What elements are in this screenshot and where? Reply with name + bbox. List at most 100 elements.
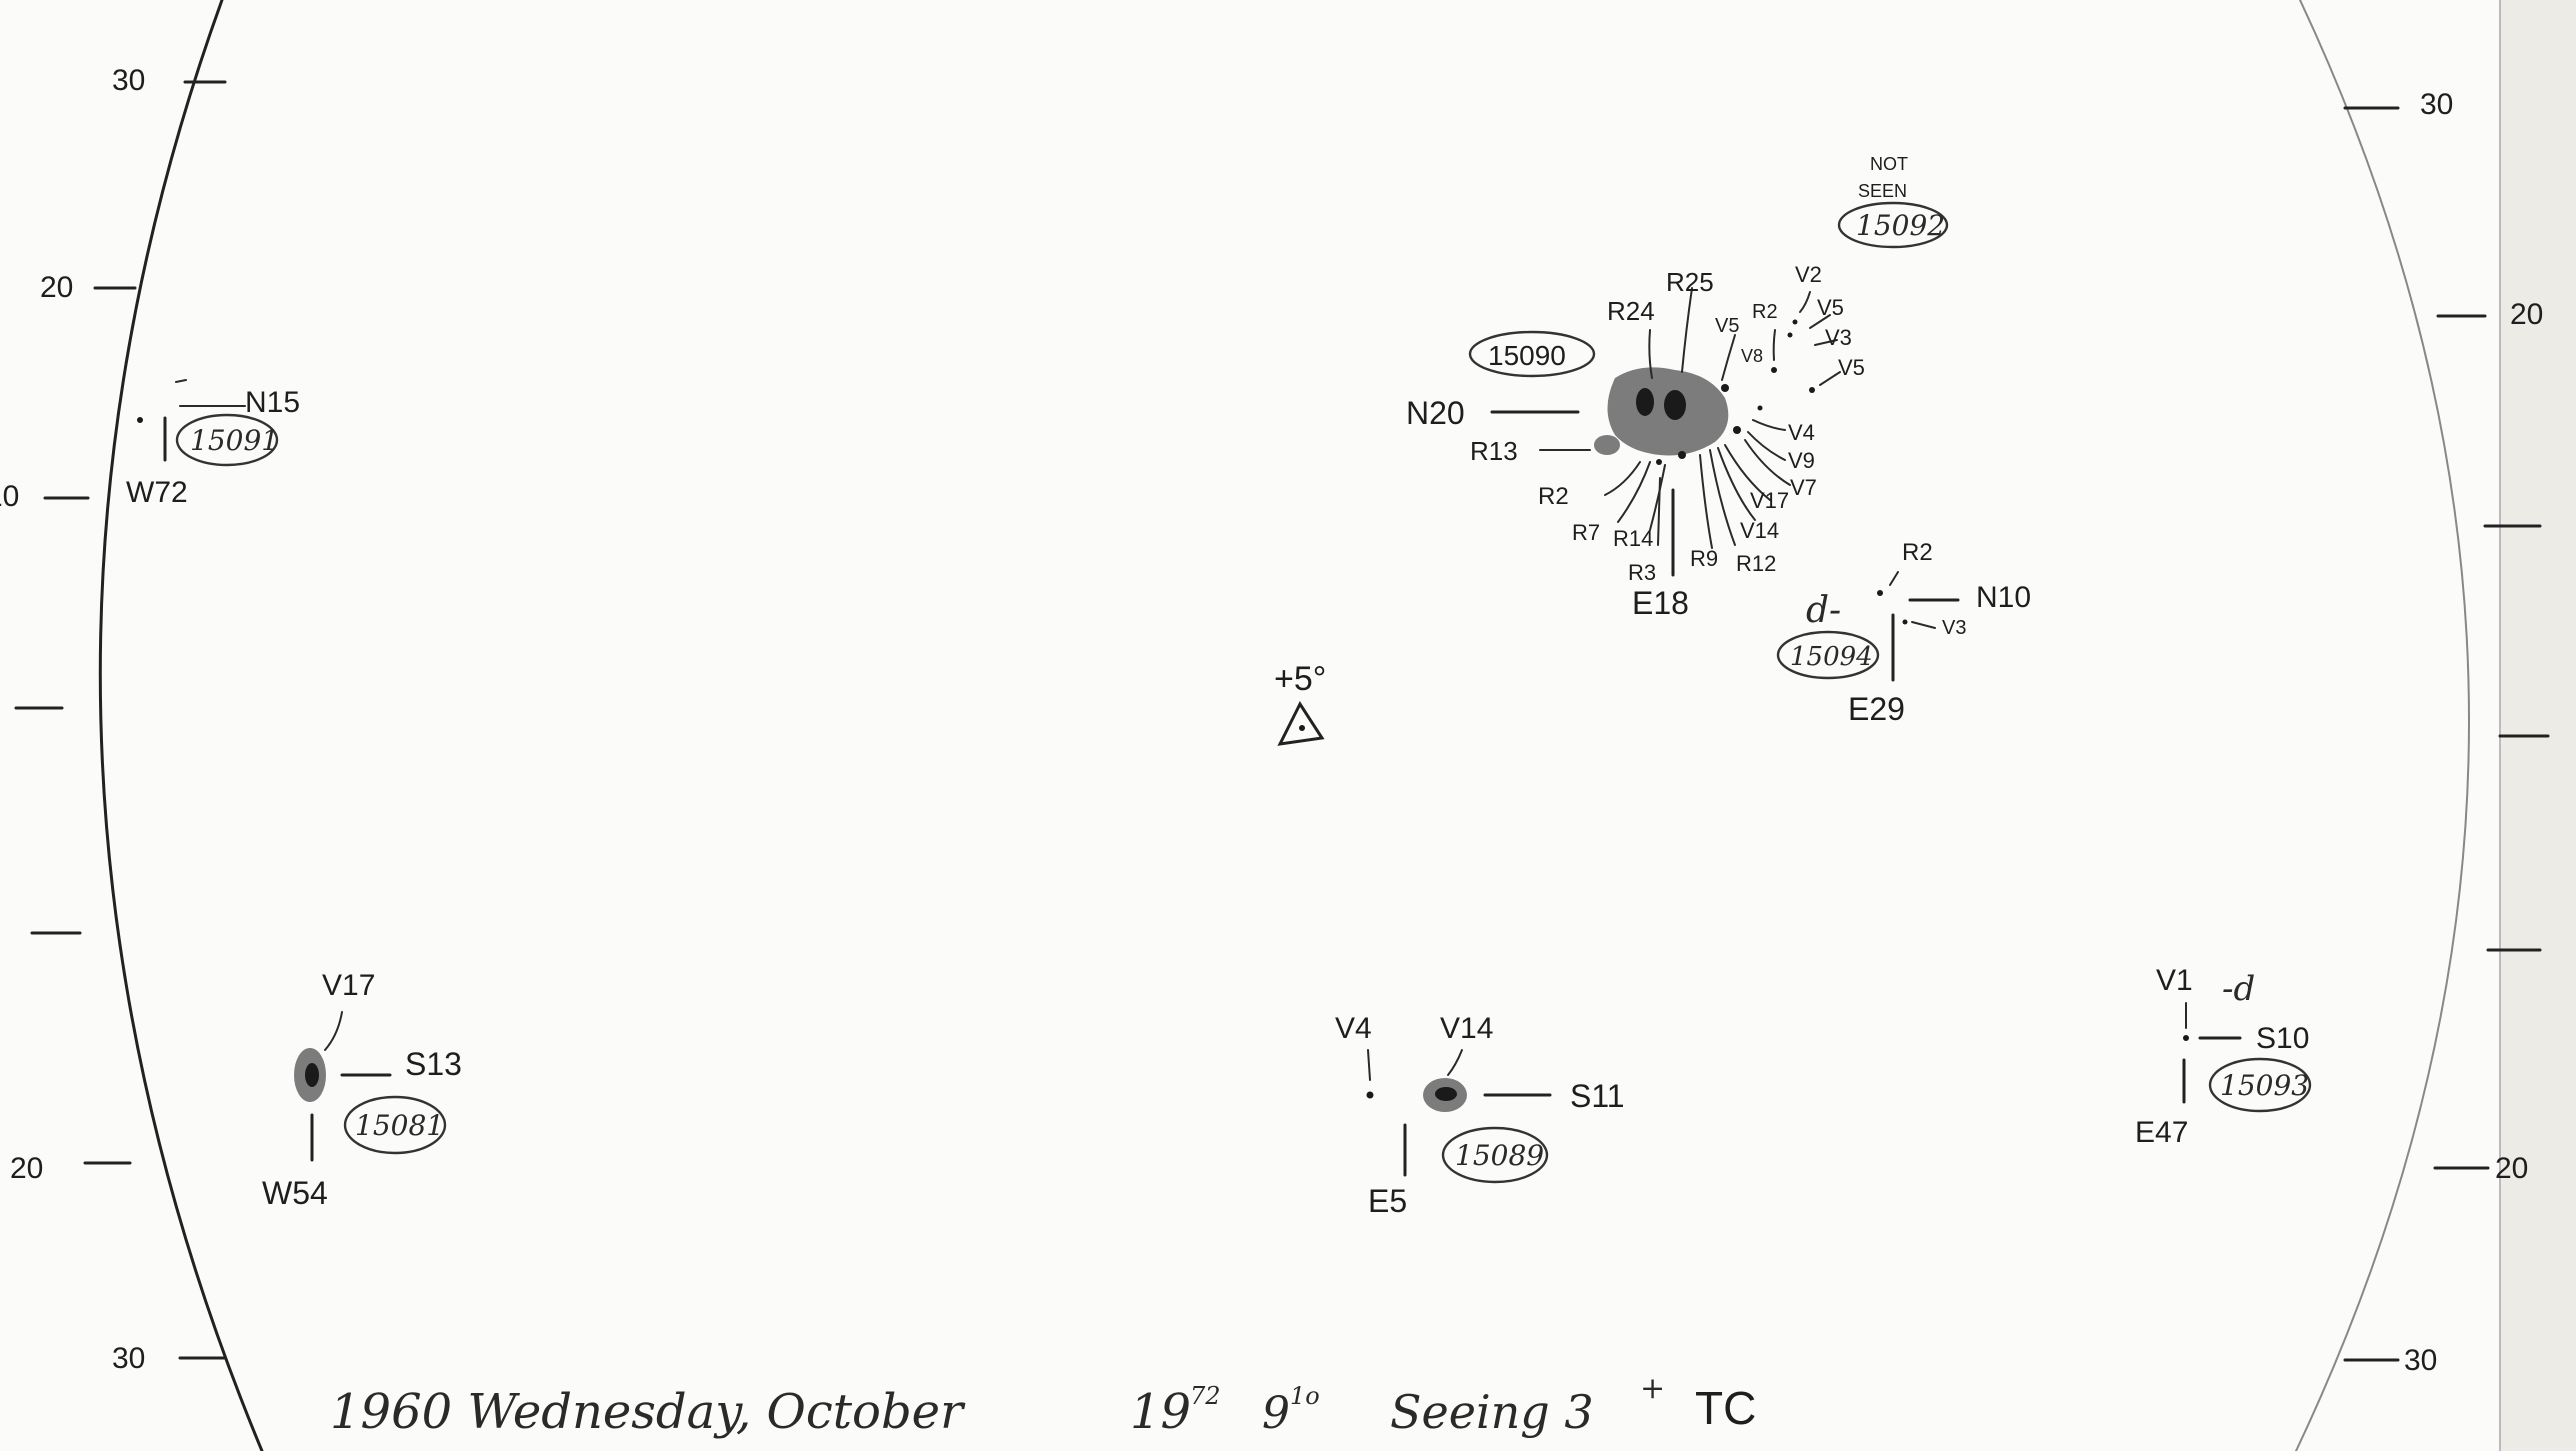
spot-label: R25 — [1666, 267, 1714, 297]
observation-footer: 1960 Wednesday, October 19 72 9 1o Seein… — [330, 1371, 1756, 1440]
sunspot-umbra — [1435, 1087, 1457, 1101]
spot-label: R12 — [1736, 551, 1776, 576]
spot-label: R7 — [1572, 520, 1600, 545]
scale-right-30-top: 30 — [2420, 88, 2453, 121]
sunspot-pore — [1877, 590, 1883, 596]
region-number-oval — [1776, 630, 1880, 680]
sunspot-pore — [1809, 387, 1815, 393]
spot-label: V5 — [1715, 315, 1739, 337]
sunspot-umbra — [305, 1063, 319, 1087]
region-number-oval — [2208, 1057, 2312, 1113]
observation-time-suffix: 1o — [1290, 1382, 1320, 1410]
spot-label: R2 — [1538, 483, 1569, 510]
observer-initials: TC — [1695, 1382, 1756, 1434]
scale-right-20-bottom: 20 — [2495, 1152, 2528, 1185]
scale-left-30-bottom: 30 — [112, 1342, 145, 1375]
page-edge-shadow — [2500, 0, 2576, 1451]
spot-label: V3 — [1942, 617, 1966, 639]
observation-day-suffix: 72 — [1190, 1382, 1221, 1410]
sunspot-pore — [137, 417, 143, 423]
region-15094: d- R2 N10 V3 15094 E29 — [1776, 539, 2031, 727]
spot-label: V4 — [1788, 420, 1815, 445]
spot-label: V9 — [1788, 448, 1815, 473]
region-number-oval — [1837, 201, 1949, 249]
sunspot-pore — [1787, 332, 1793, 338]
region-number: 15092 — [1856, 209, 1945, 242]
sunspot-pore — [2183, 1035, 2189, 1041]
scale-left-20-bottom: 20 — [10, 1152, 43, 1185]
longitude-label: W54 — [262, 1175, 328, 1211]
region-mark: -d — [2222, 969, 2255, 1009]
latitude-label: S10 — [2256, 1022, 2309, 1055]
latitude-label: N15 — [245, 386, 300, 419]
spot-label: V5 — [1817, 295, 1844, 320]
spot-label: R9 — [1690, 546, 1718, 571]
spot-label: R2 — [1752, 301, 1778, 323]
region-15089: V4 V14 S11 15089 E5 — [1335, 1012, 1625, 1219]
spot-label: R14 — [1613, 526, 1653, 551]
sunspot-small — [1594, 435, 1620, 455]
region-number-oval — [175, 413, 279, 467]
sunspot-pore — [1902, 619, 1908, 625]
observation-time: 9 — [1262, 1388, 1290, 1439]
region-mark: d- — [1806, 590, 1841, 631]
region-number: 15093 — [2220, 1069, 2309, 1102]
latitude-label: S13 — [405, 1046, 462, 1082]
sunspot-pore — [1792, 319, 1798, 325]
longitude-label: E18 — [1632, 585, 1689, 621]
left-latitude-scale: 30 20 10 20 30 — [0, 64, 227, 1375]
seeing-rating-plus: + — [1640, 1371, 1665, 1406]
observation-date: 1960 Wednesday, October — [330, 1384, 966, 1440]
scale-left-30-top: 30 — [112, 64, 145, 97]
longitude-label: E29 — [1848, 691, 1905, 727]
seen-label: SEEN — [1858, 181, 1907, 201]
disk-limb-left — [98, 0, 264, 1451]
spot-label: V5 — [1838, 355, 1865, 380]
spot-label: V8 — [1741, 346, 1763, 366]
spot-label: R3 — [1628, 560, 1656, 585]
spot-label: V2 — [1795, 262, 1822, 287]
spot-label: V14 — [1440, 1012, 1493, 1045]
region-15093: V1 -d S10 15093 E47 — [2135, 964, 2312, 1149]
observation-day: 19 — [1130, 1384, 1191, 1440]
sunspot-pore — [1771, 367, 1777, 373]
sunspot-umbra — [1636, 388, 1654, 416]
scale-right-20-top: 20 — [2510, 298, 2543, 331]
scale-left-20-top: 20 — [40, 271, 73, 304]
longitude-label: E47 — [2135, 1116, 2188, 1149]
sunspot-pore — [1656, 459, 1662, 465]
spot-label: R24 — [1607, 296, 1655, 326]
region-number-oval — [343, 1095, 447, 1155]
region-number-oval — [1468, 330, 1596, 378]
latitude-label: N20 — [1406, 395, 1465, 431]
region-number: 15091 — [190, 424, 279, 457]
sunspot-pore — [1721, 384, 1729, 392]
center-angle: +5° — [1274, 660, 1326, 698]
scale-right-30-bottom: 30 — [2404, 1344, 2437, 1377]
region-15081: V17 S13 15081 W54 — [262, 969, 462, 1211]
region-number: 15094 — [1790, 642, 1873, 672]
region-number: 15089 — [1455, 1139, 1544, 1172]
spot-label: R13 — [1470, 436, 1518, 466]
spot-label: V17 — [322, 969, 375, 1002]
latitude-label: N10 — [1976, 581, 2031, 614]
sunspot-pore — [1733, 426, 1741, 434]
region-number: 15090 — [1488, 340, 1566, 371]
sunspot-pore — [1757, 405, 1763, 411]
spot-label: V1 — [2156, 964, 2193, 997]
scale-left-10-top: 10 — [0, 480, 19, 513]
spot-label: V17 — [1750, 488, 1789, 513]
longitude-label: W72 — [126, 476, 188, 509]
sunspot-umbra — [1664, 390, 1686, 420]
right-latitude-scale: 30 20 20 30 — [2343, 88, 2550, 1377]
not-label: NOT — [1870, 154, 1908, 174]
spot-label: V7 — [1790, 475, 1817, 500]
region-15092: NOT SEEN 15092 — [1837, 154, 1949, 249]
region-number: 15081 — [355, 1109, 444, 1142]
spot-label: V4 — [1335, 1012, 1372, 1045]
longitude-label: E5 — [1368, 1183, 1407, 1219]
central-meridian-marker: +5° — [1274, 660, 1326, 746]
seeing-rating: Seeing 3 — [1390, 1385, 1594, 1439]
region-15091: N15 15091 W72 — [126, 379, 300, 509]
